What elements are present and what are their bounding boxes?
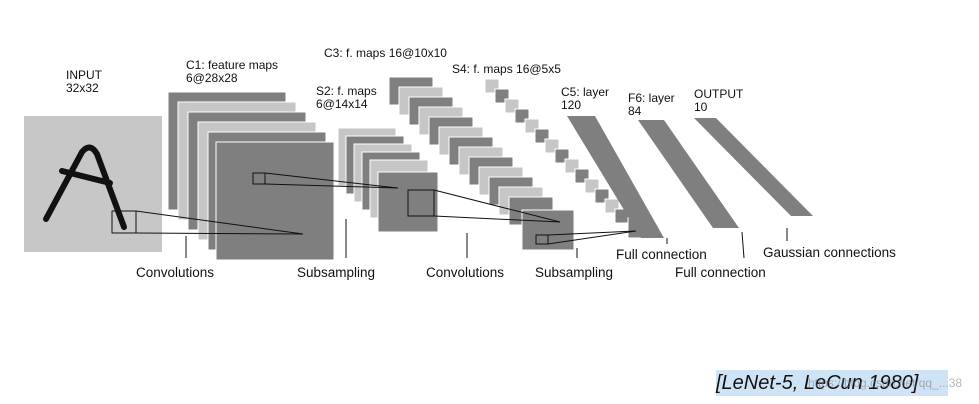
c1-map-front xyxy=(215,141,335,261)
output-layer xyxy=(694,118,813,216)
c3-window-box xyxy=(535,234,549,245)
letter-a-stroke xyxy=(43,144,127,230)
s2-window-box xyxy=(407,189,435,217)
s2-feature-maps xyxy=(337,127,439,233)
conv1-line-bottom xyxy=(135,232,304,235)
f6-layer xyxy=(638,120,739,228)
input-layer xyxy=(24,116,162,252)
input-size: 32x32 xyxy=(66,81,99,95)
receptive-field-box xyxy=(111,210,137,234)
sub2-line-bottom xyxy=(547,230,637,245)
c1-label: C1: feature maps xyxy=(186,58,278,72)
letter-a-bar xyxy=(59,168,113,186)
c5-size: 120 xyxy=(561,98,581,112)
sub2-line-top xyxy=(547,230,637,236)
f6-label: F6: layer xyxy=(628,91,675,105)
sub1-line-bottom xyxy=(264,183,399,189)
pointer-ticks xyxy=(185,219,788,259)
conv2-line-top xyxy=(433,189,561,223)
f6-size: 84 xyxy=(628,104,642,118)
op-convolutions-1: Convolutions xyxy=(136,265,214,280)
op-subsampling-2: Subsampling xyxy=(535,265,613,280)
connection-lines xyxy=(135,172,637,245)
op-gaussian: Gaussian connections xyxy=(763,245,896,260)
input-label: INPUT xyxy=(66,68,103,82)
f6-band xyxy=(638,120,739,228)
c5-label: C5: layer xyxy=(561,85,609,99)
c1-feature-maps xyxy=(167,91,335,261)
watermark-text: https://blog.csdn.net/qq_...38 xyxy=(808,376,963,390)
s4-feature-maps xyxy=(484,78,649,239)
tick-full-connection-2 xyxy=(741,231,745,259)
conv1-line-top xyxy=(135,210,304,235)
c3-feature-maps xyxy=(388,76,575,251)
c5-band xyxy=(567,116,664,238)
s2-size: 6@14x14 xyxy=(316,97,368,111)
op-full-connection-1: Full connection xyxy=(616,247,707,262)
op-convolutions-2: Convolutions xyxy=(426,265,504,280)
conv2-line-bottom xyxy=(433,215,561,223)
s2-label: S2: f. maps xyxy=(316,84,377,98)
c1-size: 6@28x28 xyxy=(186,71,238,85)
citation-caption: [LeNet-5, LeCun 1980] xyxy=(716,370,948,396)
input-image xyxy=(24,116,162,252)
s4-label: S4: f. maps 16@5x5 xyxy=(452,62,561,76)
op-full-connection-2: Full connection xyxy=(675,265,766,280)
output-label: OUTPUT xyxy=(694,87,744,101)
c1-window-box xyxy=(252,172,266,185)
output-size: 10 xyxy=(694,100,708,114)
sub1-line-top xyxy=(264,172,399,189)
output-band xyxy=(694,118,813,216)
c5-layer xyxy=(567,116,664,238)
op-subsampling-1: Subsampling xyxy=(297,265,375,280)
c3-label: C3: f. maps 16@10x10 xyxy=(324,46,447,60)
